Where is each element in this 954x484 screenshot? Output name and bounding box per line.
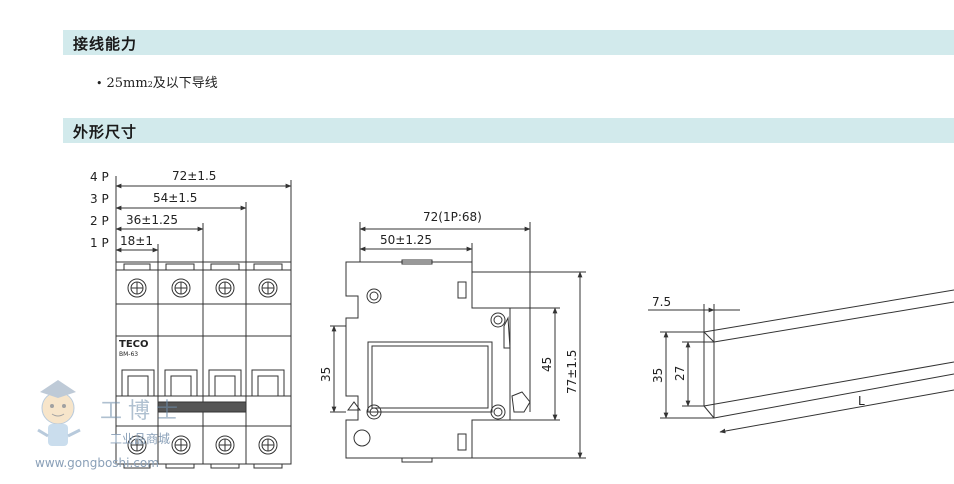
brand-logo-text: TECO [119,339,149,350]
model-text: BM-63 [119,351,138,358]
dim-rail-inner-height: 27 [673,366,687,381]
dim-1p-width: 18±1 [120,234,153,248]
din-rail-drawing: 7.5 35 27 L [648,289,954,434]
pole-label-3p: 3 P [90,192,109,206]
screw-top-4 [258,278,278,298]
wire-size-suffix: 及以下导线 [152,76,218,91]
dim-3p-width: 54±1.5 [153,191,197,205]
section-bar-dimensions: 外形尺寸 [63,118,954,143]
wire-size: 25mm [106,76,148,91]
watermark-url: www.gongboshi.com [35,456,159,470]
watermark-logo: 工博士 [100,399,185,424]
dim-side-front-width: 50±1.25 [380,233,432,247]
screw-bottom-3 [215,435,235,455]
screw-top-1 [127,278,147,298]
dim-4p-width: 72±1.5 [172,169,216,183]
front-view-drawing: 4 P 3 P 2 P 1 P 72±1.5 54±1.5 36±1.25 18… [90,169,292,469]
pole-label-2p: 2 P [90,214,109,228]
pole-label-1p: 1 P [90,236,109,250]
dim-2p-width: 36±1.25 [126,213,178,227]
screw-bottom-1 [127,435,147,455]
wiring-capacity-item: •25mm2及以下导线 [96,72,218,91]
watermark-mascot-icon [37,380,81,446]
dim-side-total-height: 77±1.5 [565,350,579,394]
dim-rail-flange: 7.5 [652,295,671,309]
dim-rail-length: L [858,394,865,408]
screw-bottom-2 [171,435,191,455]
wire-size-unit-sup: 2 [147,80,153,89]
dim-side-total-width: 72(1P:68) [423,210,482,224]
section-bar-wiring: 接线能力 [63,30,954,55]
screw-top-2 [171,278,191,298]
side-view-drawing: 72(1P:68) 50±1.25 35 45 [319,210,586,463]
watermark-name: 工业品商城 [110,432,171,446]
screw-top-3 [215,278,235,298]
section-title-wiring: 接线能力 [73,35,138,53]
screw-bottom-4 [258,435,278,455]
section-title-dimensions: 外形尺寸 [73,123,138,141]
dim-side-body-height: 45 [540,357,554,372]
dim-side-rail-height: 35 [319,367,333,382]
dim-rail-height: 35 [651,368,665,383]
pole-label-4p: 4 P [90,170,109,184]
bullet-dot: • [96,77,103,90]
